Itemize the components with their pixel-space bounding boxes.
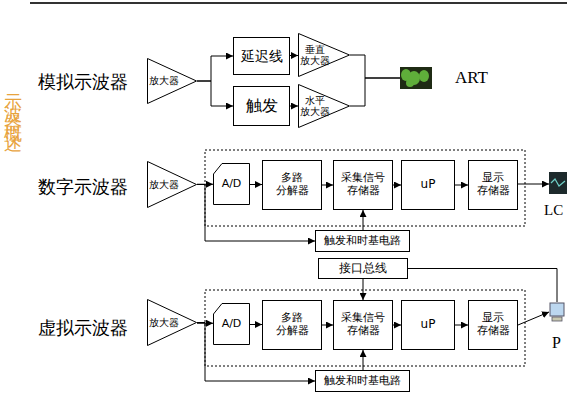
lcd-screen — [549, 172, 567, 194]
node-text: uP — [421, 178, 436, 192]
node-text: 放大器 — [149, 75, 179, 87]
connector — [518, 312, 549, 325]
node-text: uP — [421, 318, 436, 332]
pc-monitor — [550, 303, 564, 316]
amplifier-triangle: 放大器 — [147, 299, 197, 346]
process-box: 多路 分解器 — [262, 160, 322, 210]
node-caption: P — [552, 334, 561, 352]
screen-image: ART — [400, 67, 432, 89]
node-text: 触发 — [246, 97, 278, 115]
connector — [197, 323, 213, 324]
memory-box: 显示 存储器 — [468, 300, 518, 350]
connector — [408, 269, 557, 303]
process-box: 延迟线 — [233, 37, 290, 75]
process-box: 触发 — [233, 86, 290, 126]
connector — [322, 325, 333, 326]
connector — [350, 55, 400, 78]
node-text: 延迟线 — [241, 48, 283, 64]
dotted-enclosure — [205, 150, 525, 226]
trigger-box: 触发和时基电路 — [315, 370, 410, 392]
amplifier-triangle: 水平 放大器 — [298, 84, 350, 128]
trigger-box: 触发和时基电路 — [315, 230, 410, 252]
memory-box: 采集信号 存储器 — [333, 160, 393, 210]
node-text: 采集信号 存储器 — [338, 312, 388, 337]
node-outline — [549, 302, 565, 322]
amplifier-triangle: 垂直 放大器 — [298, 33, 350, 77]
processor-box: uP — [401, 300, 455, 350]
node-text: 触发和时基电路 — [324, 235, 401, 248]
node-text: 触发和时基电路 — [324, 375, 401, 388]
amplifier-triangle: 放大器 — [147, 161, 197, 208]
amplifier-outline — [148, 59, 197, 104]
connector — [455, 185, 468, 186]
connector — [197, 184, 213, 185]
bus-box: 接口总线 — [318, 258, 408, 279]
node-text: 放大器 — [149, 179, 179, 191]
node-text: 放大器 — [149, 317, 179, 329]
connector — [393, 325, 401, 326]
connector — [197, 323, 315, 382]
connector — [363, 210, 364, 230]
node-text: 接口总线 — [339, 262, 387, 276]
process-box: 多路 分解器 — [262, 300, 322, 350]
node-text: 显示 存储器 — [473, 172, 513, 197]
connector — [197, 81, 233, 106]
lcd-image: LC — [549, 172, 567, 194]
screen-pattern — [419, 70, 429, 82]
connector — [518, 184, 549, 185]
connector — [197, 56, 233, 81]
row-label: 数字示波器 — [38, 175, 128, 199]
node-text: 采集信号 存储器 — [338, 172, 388, 197]
connector — [363, 279, 364, 300]
connector — [393, 185, 401, 186]
converter-outline — [214, 164, 250, 205]
node-text: A/D — [222, 178, 242, 191]
amplifier-triangle: 放大器 — [147, 58, 197, 104]
lcd-trace — [551, 179, 565, 186]
connector — [290, 55, 298, 56]
processor-box: uP — [401, 160, 455, 210]
memory-box: 采集信号 存储器 — [333, 300, 393, 350]
amplifier-outline — [148, 300, 197, 346]
connector — [290, 106, 298, 107]
top-rule — [30, 2, 567, 4]
node-outline — [549, 172, 567, 194]
node-text: 水平 放大器 — [299, 95, 331, 118]
row-label: 虚拟示波器 — [38, 316, 128, 340]
converter-box: A/D — [213, 163, 250, 205]
node-text: 显示 存储器 — [473, 312, 513, 337]
dotted-enclosure — [205, 290, 525, 366]
connector — [250, 324, 262, 325]
connector — [350, 78, 400, 106]
connector — [250, 184, 262, 185]
amplifier-outline — [299, 34, 350, 77]
memory-box: 显示 存储器 — [468, 160, 518, 210]
converter-outline — [214, 304, 250, 345]
node-text: 多路 分解器 — [272, 172, 312, 197]
node-caption: ART — [455, 68, 488, 88]
side-title: 示波器概述 — [1, 80, 25, 130]
node-caption: LC — [544, 202, 563, 219]
node-text: 垂直 放大器 — [299, 44, 331, 67]
connector — [455, 325, 468, 326]
connector — [322, 185, 333, 186]
pc-base — [552, 317, 562, 321]
connector — [197, 185, 315, 242]
amplifier-outline — [148, 162, 197, 208]
screen-pattern — [406, 79, 414, 87]
row-label: 模拟示波器 — [38, 70, 128, 94]
node-text: 多路 分解器 — [272, 312, 312, 337]
screen-background — [400, 67, 432, 89]
connector — [363, 350, 364, 370]
amplifier-outline — [299, 85, 350, 128]
pc-image: P — [549, 302, 565, 322]
node-outline — [400, 67, 432, 89]
node-text: A/D — [222, 318, 242, 331]
converter-box: A/D — [213, 303, 250, 345]
